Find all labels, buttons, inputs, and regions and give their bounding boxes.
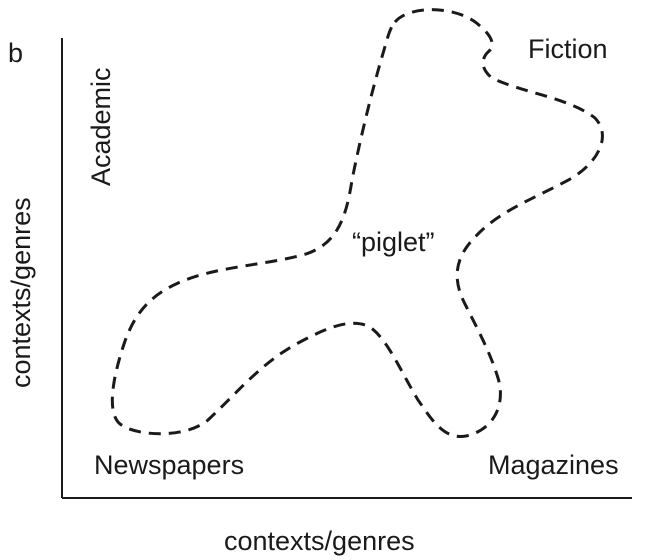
panel-letter: b	[8, 38, 24, 68]
y-axis-label: contexts/genres	[6, 197, 36, 388]
label-magazines: Magazines	[488, 450, 619, 480]
piglet-blob-outline	[110, 8, 604, 438]
label-newspapers: Newspapers	[94, 450, 245, 480]
x-axis-label: contexts/genres	[224, 526, 415, 556]
label-fiction: Fiction	[528, 34, 608, 64]
label-piglet: “piglet”	[352, 227, 435, 257]
label-academic: Academic	[86, 67, 116, 186]
